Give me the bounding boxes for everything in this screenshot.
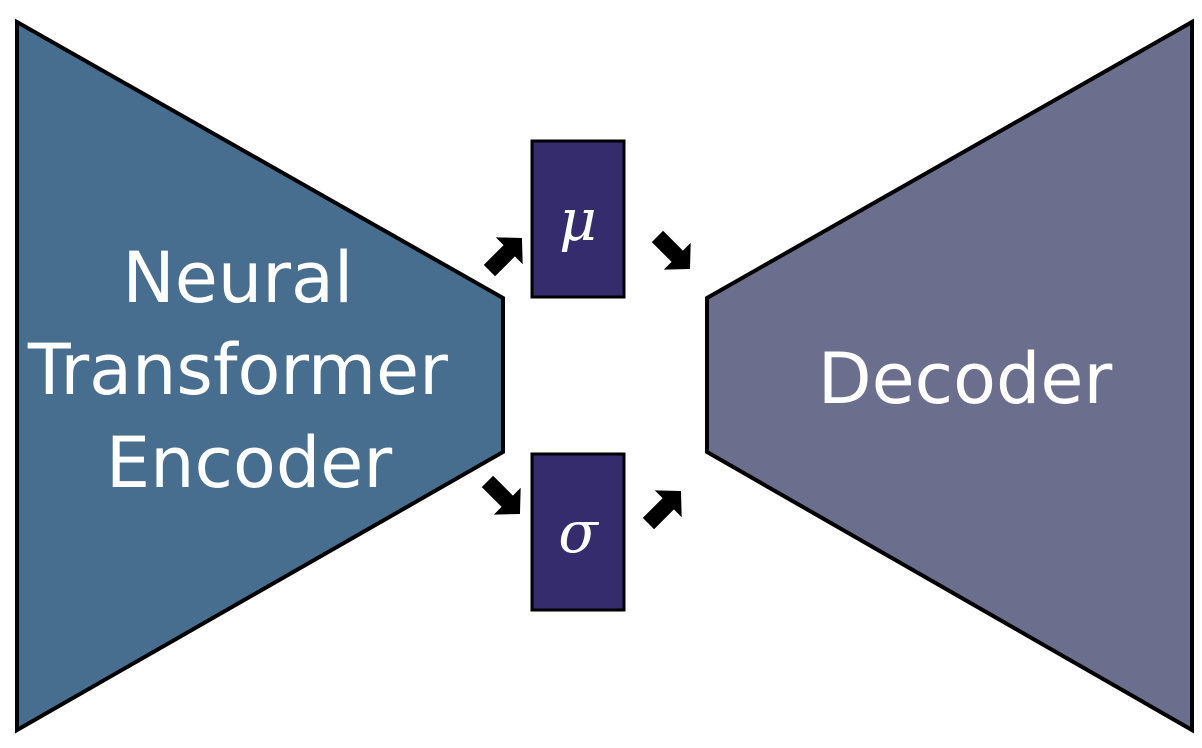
encoder-block: Neural Transformer Encoder (15, 18, 505, 734)
encoder-label-line-3: Encoder (106, 422, 392, 504)
mu-label: μ (559, 186, 597, 254)
mu-box (530, 139, 626, 299)
arrow-encoder-to-sigma (481, 475, 521, 515)
sigma-node: σ (530, 452, 626, 612)
svg-text:Neural Transformer: Neural Transformer Encoder (27, 237, 470, 504)
encoder-label-line-1: Neural (122, 237, 353, 319)
mu-node: μ (530, 139, 626, 299)
arrow-mu-to-decoder (651, 230, 691, 270)
arrow-sigma-to-decoder (642, 490, 682, 530)
decoder-shape (705, 18, 1194, 734)
sigma-label: σ (558, 498, 599, 566)
sigma-box (530, 452, 626, 612)
decoder-label: Decoder (818, 338, 1113, 420)
arrow-encoder-to-mu (483, 237, 523, 277)
encoder-label-line-2: Transformer (27, 329, 448, 411)
decoder-block: Decoder (705, 18, 1194, 734)
encoder-shape (15, 18, 505, 734)
arrows (481, 230, 691, 530)
